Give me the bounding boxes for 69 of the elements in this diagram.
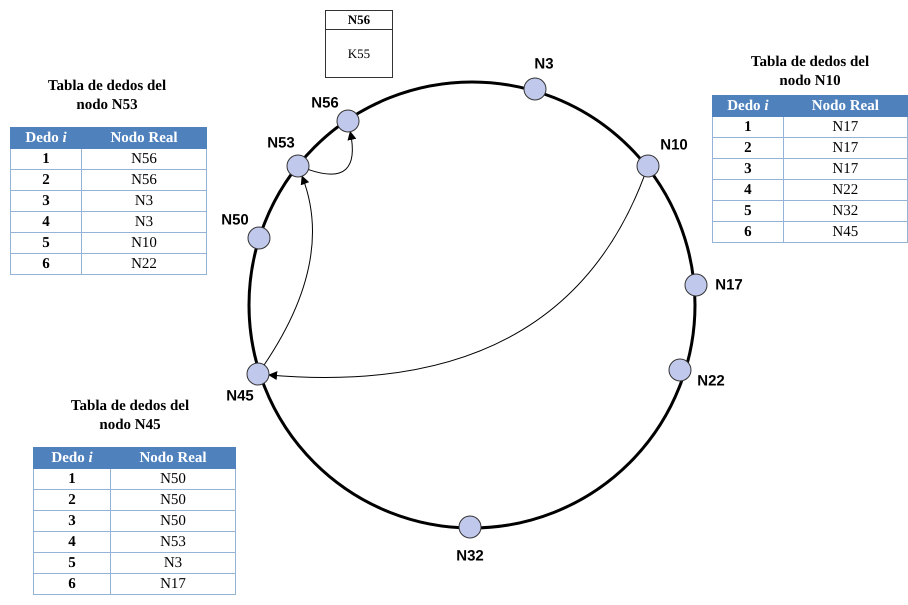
table-cell: N3 (110, 552, 236, 574)
table-cell: 5 (10, 232, 82, 254)
table-cell: 4 (712, 180, 784, 200)
table-cell: N32 (783, 200, 908, 222)
header-cell: Dedo i (34, 448, 110, 468)
node-label: N56 (326, 11, 392, 30)
ring-node (248, 226, 270, 250)
table-cell: 5 (34, 552, 110, 574)
table-cell: 1 (34, 468, 110, 490)
arrow (268, 176, 645, 380)
ring-node (286, 154, 310, 178)
table-cell: N17 (783, 138, 908, 158)
header-cell: Nodo Real (783, 96, 908, 116)
ring-node (336, 110, 360, 132)
node-label: N50 (221, 212, 249, 228)
table-cell: N22 (783, 180, 908, 200)
key-box (325, 10, 393, 78)
table-title: Tabla de dedos del nodo N10 (750, 53, 870, 91)
table-cell: 6 (34, 574, 110, 594)
table-cell: N3 (82, 212, 206, 232)
ring-node (636, 154, 660, 178)
table-cell: N3 (82, 190, 206, 212)
node-label: N17 (715, 276, 743, 294)
table-cell: N50 (110, 510, 236, 532)
table-cell: 3 (10, 190, 82, 212)
header-cell: Nodo Real (82, 128, 206, 148)
table-cell: 2 (34, 490, 110, 510)
table-title: Tabla de dedos del nodo N45 (70, 397, 190, 435)
table-title: Tabla de dedos del nodo N53 (46, 77, 168, 115)
table-cell: N22 (82, 254, 206, 274)
ring-node (458, 516, 482, 538)
table-cell: N56 (82, 148, 206, 170)
header-cell: Dedo i (712, 96, 784, 116)
table-cell: N17 (783, 158, 908, 180)
arrow (308, 130, 356, 175)
ring-node (684, 274, 708, 296)
node-label: N56 (311, 94, 339, 112)
table-cell: N10 (82, 232, 206, 254)
node-label: N45 (226, 388, 254, 404)
node-label: N53 (267, 134, 295, 152)
table-cell: N50 (110, 468, 236, 490)
table-cell: 2 (712, 138, 784, 158)
arrow (264, 175, 313, 366)
ring-node (246, 362, 270, 386)
table-cell: 3 (34, 510, 110, 532)
table-cell: 4 (34, 532, 110, 552)
key-label: K55 (346, 45, 372, 63)
table-cell: N56 (82, 170, 206, 190)
header-cell: Dedo i (10, 128, 82, 148)
table-cell: 3 (712, 158, 784, 180)
ring-node (524, 78, 546, 100)
node-label: N10 (660, 136, 688, 154)
table-cell: N17 (783, 116, 908, 138)
table-cell: N17 (110, 574, 236, 594)
ring-node (668, 358, 692, 382)
table-cell: 6 (10, 254, 82, 274)
node-label: N32 (456, 548, 484, 564)
table-cell: 2 (10, 170, 82, 190)
table-cell: 1 (10, 148, 82, 170)
node-label: N22 (697, 372, 725, 390)
table-cell: 4 (10, 212, 82, 232)
table-cell: N50 (110, 490, 236, 510)
node-label: N3 (534, 56, 554, 72)
header-cell: Nodo Real (110, 448, 236, 468)
table-cell: N45 (783, 222, 908, 242)
table-cell: 5 (712, 200, 784, 222)
table-cell: N53 (110, 532, 236, 552)
table-cell: 1 (712, 116, 784, 138)
table-cell: 6 (712, 222, 784, 242)
